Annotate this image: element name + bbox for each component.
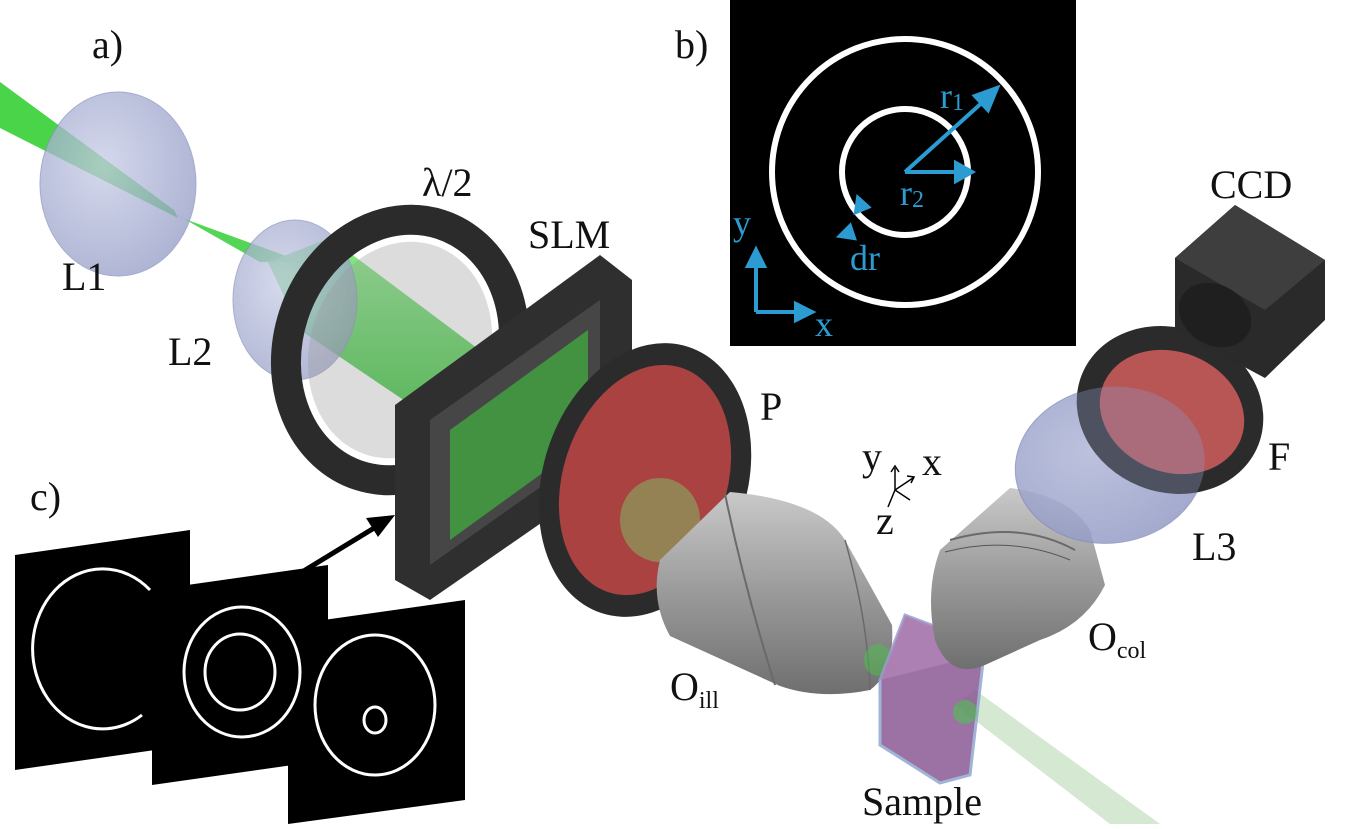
label-l3: L3 <box>1192 524 1236 569</box>
panel-label-b: b) <box>675 22 708 67</box>
outer-ring <box>769 36 1041 308</box>
axis-label-y: y <box>862 434 882 479</box>
inset-label-dr: dr <box>850 238 880 278</box>
panel-label-a: a) <box>92 22 123 67</box>
emission-filter <box>1015 326 1264 544</box>
label-f: F <box>1268 434 1290 479</box>
transmitted-beam <box>955 690 1160 824</box>
label-o-col: Ocol <box>1088 614 1147 664</box>
label-slm: SLM <box>528 212 610 257</box>
inset-axis-x: x <box>815 304 833 344</box>
inset-label-r1: r1 <box>940 76 964 116</box>
axes-3d <box>887 464 916 508</box>
label-p: P <box>760 384 782 429</box>
inset-c-panel <box>15 515 465 824</box>
label-l2: L2 <box>168 329 212 374</box>
label-l1: L1 <box>62 254 106 299</box>
axis-label-z: z <box>876 498 894 543</box>
axis-label-x: x <box>922 439 942 484</box>
slm-device <box>395 255 632 600</box>
panel-label-c: c) <box>30 474 61 519</box>
inset-axis-y: y <box>733 203 751 243</box>
lens-l1 <box>39 91 197 277</box>
label-half-wave: λ/2 <box>422 160 473 205</box>
label-ccd: CCD <box>1210 162 1292 207</box>
sample-cuvette <box>878 613 987 785</box>
inset-b-panel <box>730 0 1076 346</box>
mask-c2 <box>152 565 328 785</box>
label-o-ill: Oill <box>670 664 719 714</box>
ccd-camera <box>1175 205 1325 378</box>
inset-label-r2: r2 <box>900 173 924 213</box>
label-sample: Sample <box>862 779 982 824</box>
